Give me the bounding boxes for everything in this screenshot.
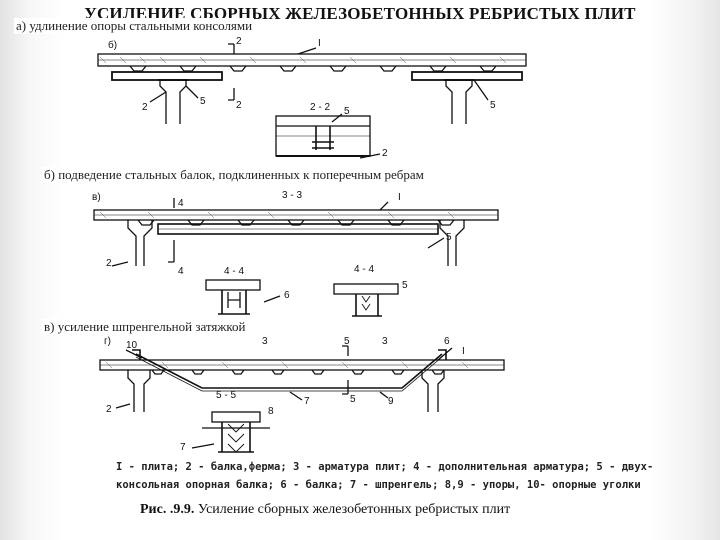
panel-a-drawing: б) I 2 5 5 2 2 2 - 2 5 2 — [90, 32, 540, 172]
panel-a-section-mark-1: 2 — [236, 36, 242, 47]
caption-c: в) усиление шпренгельной затяжкой — [42, 319, 248, 335]
panel-c-section-5a: 5 — [344, 336, 350, 347]
panel-c-label-9: 9 — [388, 396, 394, 407]
panel-c-letter: г) — [104, 336, 111, 347]
panel-b-section-mark-a: 4 — [178, 198, 184, 209]
legend-line-1: I - плита; 2 - балка,ферма; 3 - арматура… — [116, 461, 654, 473]
panel-c-section-3a: 3 — [262, 336, 268, 347]
panel-c-svg: г) 10 6 I 2 7 9 3 3 5 5 5 - 5 8 7 — [99, 336, 505, 453]
panel-b-label-2: 2 — [106, 258, 112, 269]
panel-a-detail-title: 2 - 2 — [310, 102, 330, 113]
figure-number: Рис. .9.9. — [140, 502, 195, 517]
panel-c-section-3b: 3 — [382, 336, 388, 347]
panel-c-label-7: 7 — [304, 396, 310, 407]
panel-c-label-2: 2 — [106, 404, 112, 415]
figure-caption-text: Усиление сборных железобетонных ребристы… — [194, 502, 511, 517]
panel-b-section-title: 3 - 3 — [282, 190, 302, 201]
panel-a-label-2: 2 — [142, 102, 148, 113]
panel-b-letter: в) — [92, 192, 101, 203]
panel-b-detail-2-title: 4 - 4 — [354, 264, 374, 275]
panel-a-label-5b: 5 — [490, 100, 496, 111]
panel-c-section-5b: 5 — [350, 394, 356, 405]
panel-b-detail-1-title: 4 - 4 — [224, 266, 244, 277]
panel-b-label-1: I — [398, 192, 401, 203]
caption-a: а) удлинение опоры стальными консолями — [14, 18, 255, 34]
panel-c-label-1: I — [462, 346, 465, 357]
legend-line-2: консольная опорная балка; 6 - балка; 7 -… — [116, 479, 641, 491]
panel-a-detail-label-2: 2 — [382, 148, 388, 159]
figure-caption: Рис. .9.9. Усиление сборных железобетонн… — [140, 502, 510, 518]
panel-b-label-5: 5 — [446, 232, 452, 243]
panel-b-detail-2-label: 5 — [402, 280, 408, 291]
panel-b-section-mark-b: 4 — [178, 266, 184, 277]
legend: I - плита; 2 - балка,ферма; 3 - арматура… — [116, 458, 654, 494]
panel-c-detail-label-7: 7 — [180, 442, 186, 453]
panel-c-detail-title: 5 - 5 — [216, 390, 236, 401]
caption-b: б) подведение стальных балок, подклиненн… — [42, 167, 426, 183]
panel-a-svg: б) I 2 5 5 2 2 2 - 2 5 2 — [97, 36, 527, 159]
panel-a-label-1: I — [318, 38, 321, 49]
panel-b-detail-1-label: 6 — [284, 290, 290, 301]
panel-b-svg: в) 3 - 3 I 2 5 4 4 4 - 4 4 - 4 6 5 — [92, 190, 499, 317]
panel-c-label-6: 6 — [444, 336, 450, 347]
panel-c-label-10: 10 — [126, 340, 138, 351]
panel-c-detail-label-8: 8 — [268, 406, 274, 417]
panel-a-section-mark-2: 2 — [236, 100, 242, 111]
panel-a-detail-label-5: 5 — [344, 106, 350, 117]
panel-b-drawing: в) 3 - 3 I 2 5 4 4 4 - 4 4 - 4 6 5 — [88, 184, 508, 326]
panel-c-drawing: г) 10 6 I 2 7 9 3 3 5 5 5 - 5 8 7 — [92, 332, 512, 458]
panel-a-label-5a: 5 — [200, 96, 206, 107]
panel-a-letter: б) — [108, 39, 117, 51]
